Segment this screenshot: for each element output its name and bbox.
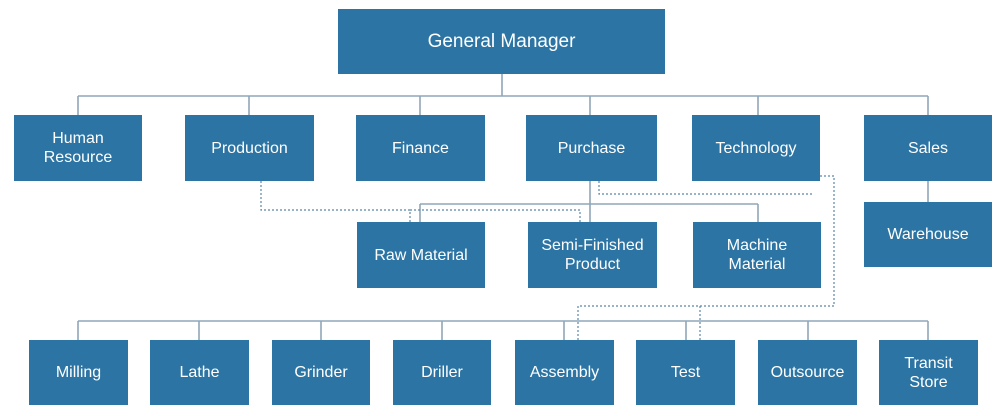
dotted-production-raw-material: [260, 181, 411, 222]
dotted-production-semi-finished: [410, 209, 581, 222]
node-production: Production: [185, 115, 314, 181]
node-transit-store: Transit Store: [879, 340, 978, 405]
node-general-manager: General Manager: [338, 9, 665, 74]
node-milling: Milling: [29, 340, 128, 405]
node-lathe: Lathe: [150, 340, 249, 405]
node-test: Test: [636, 340, 735, 405]
dotted-purchase-technology: [598, 181, 812, 195]
node-outsource: Outsource: [758, 340, 857, 405]
node-machine-material: Machine Material: [693, 222, 821, 288]
node-technology: Technology: [692, 115, 820, 181]
node-finance: Finance: [356, 115, 485, 181]
node-raw-material: Raw Material: [357, 222, 485, 288]
node-human-resource: Human Resource: [14, 115, 142, 181]
node-semi-finished-product: Semi-Finished Product: [528, 222, 657, 288]
node-assembly: Assembly: [515, 340, 614, 405]
node-driller: Driller: [393, 340, 491, 405]
node-sales: Sales: [864, 115, 992, 181]
node-warehouse: Warehouse: [864, 202, 992, 267]
node-grinder: Grinder: [272, 340, 370, 405]
node-purchase: Purchase: [526, 115, 657, 181]
dotted-technology-production: [577, 175, 835, 340]
